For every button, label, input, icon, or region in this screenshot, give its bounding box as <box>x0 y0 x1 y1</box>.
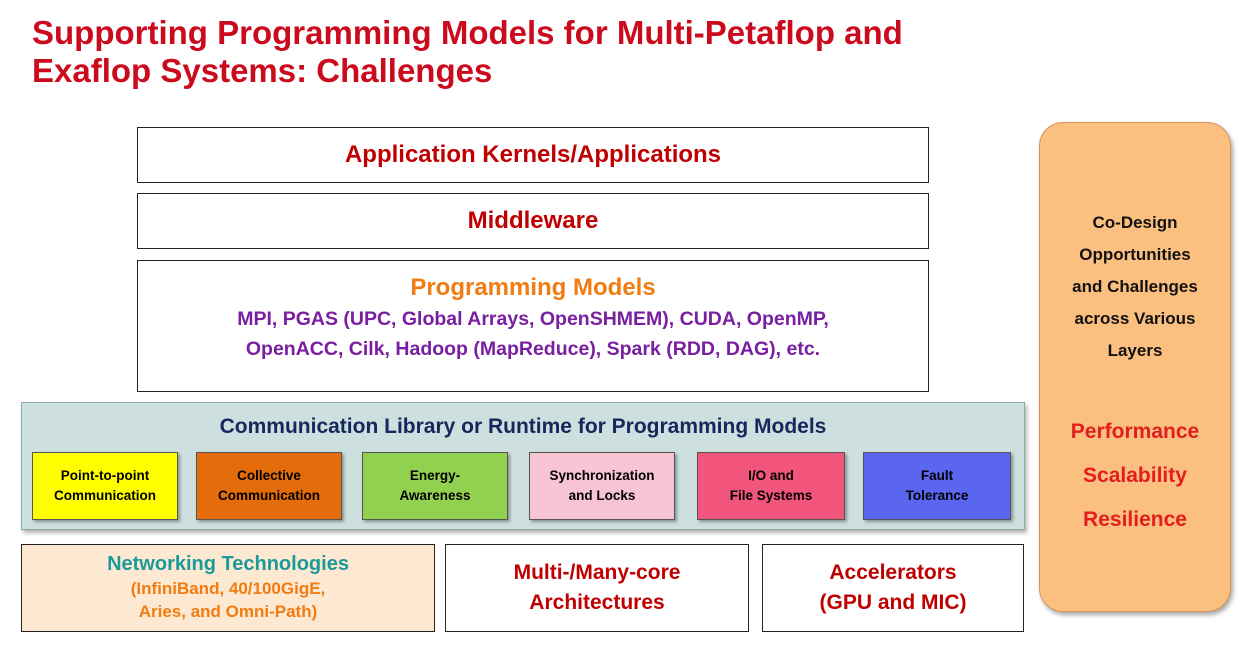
point-to-point-chip: Point-to-point Communication <box>32 452 178 520</box>
programming-models-layer: Programming Models MPI, PGAS (UPC, Globa… <box>137 260 929 392</box>
synchronization-chip: Synchronization and Locks <box>529 452 675 520</box>
accelerators-layer: Accelerators (GPU and MIC) <box>762 544 1024 632</box>
middleware-layer: Middleware <box>137 193 929 249</box>
programming-models-heading: Programming Models <box>410 274 656 301</box>
energy-awareness-chip: Energy- Awareness <box>362 452 508 520</box>
metrics-text: Performance Scalability Resilience <box>1070 420 1200 531</box>
networking-heading: Networking Technologies <box>107 553 349 575</box>
application-layer: Application Kernels/Applications <box>137 127 929 183</box>
networking-layer: Networking Technologies (InfiniBand, 40/… <box>21 544 435 632</box>
programming-models-line1: MPI, PGAS (UPC, Global Arrays, OpenSHMEM… <box>237 308 829 330</box>
communication-layer: Communication Library or Runtime for Pro… <box>21 402 1025 530</box>
multicore-layer: Multi-/Many-core Architectures <box>445 544 749 632</box>
page-title: Supporting Programming Models for Multi-… <box>32 14 903 89</box>
collective-chip: Collective Communication <box>196 452 342 520</box>
codesign-text: Co-Design Opportunities and Challenges a… <box>1072 213 1198 360</box>
programming-models-line2: OpenACC, Cilk, Hadoop (MapReduce), Spark… <box>245 338 821 360</box>
communication-heading: Communication Library or Runtime for Pro… <box>219 415 827 438</box>
fault-tolerance-chip: Fault Tolerance <box>863 452 1011 520</box>
codesign-side-panel: Co-Design Opportunities and Challenges a… <box>1039 122 1231 612</box>
networking-detail: (InfiniBand, 40/100GigE, Aries, and Omni… <box>130 579 326 621</box>
io-filesystems-chip: I/O and File Systems <box>697 452 845 520</box>
